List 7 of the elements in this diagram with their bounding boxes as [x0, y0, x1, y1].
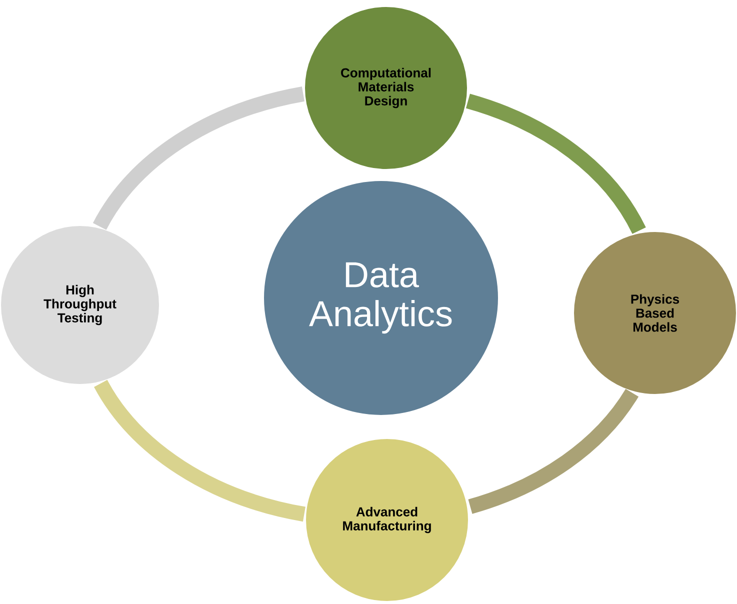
circle-node: Advanced Manufacturing — [304, 436, 470, 603]
ring-arc — [466, 94, 646, 234]
ring-arc — [94, 380, 306, 522]
ring-arc — [93, 86, 305, 230]
ring-arc — [468, 388, 638, 514]
circle-node: Physics Based Models — [572, 230, 737, 396]
circle-node: Computational Materials Design — [303, 4, 469, 171]
